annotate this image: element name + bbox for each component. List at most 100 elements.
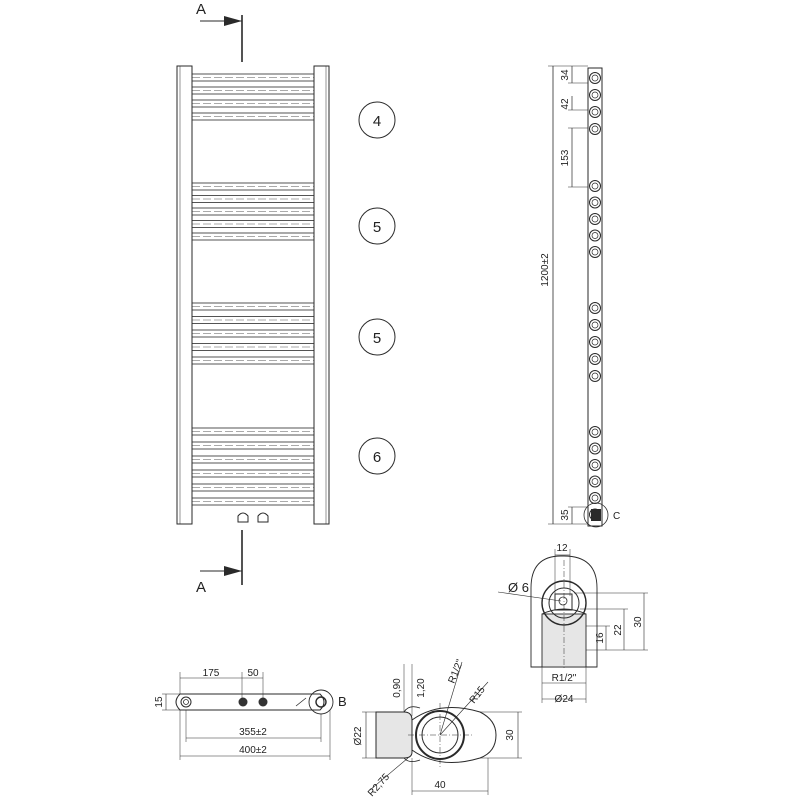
side-tube-inner xyxy=(591,125,599,133)
side-tube xyxy=(589,196,601,209)
side-tube-inner xyxy=(591,108,599,116)
side-tube-inner xyxy=(591,338,599,346)
dim-c-r12-label: R1/2" xyxy=(552,673,577,684)
side-tube xyxy=(589,370,601,382)
valve-right xyxy=(257,512,269,523)
side-tube-inner xyxy=(591,321,599,329)
group-count-circle-1 xyxy=(358,101,396,139)
dim-400-label: 400±2 xyxy=(239,745,267,756)
height-dim-label: 1200±2 xyxy=(540,253,551,287)
bottom-view: B 175 50 15 355±2 400±2 xyxy=(154,668,347,760)
group-count-label-1: 4 xyxy=(373,113,381,130)
detail-c-outer-body xyxy=(530,555,598,668)
bottom-right-pipe xyxy=(315,696,327,708)
group-count-circle-4 xyxy=(358,437,396,475)
side-collector xyxy=(587,67,603,527)
bottom-left-pipe xyxy=(180,696,192,708)
bottom-valve-left xyxy=(238,697,248,707)
side-tube-inner xyxy=(591,182,599,190)
dim-15-label: 15 xyxy=(154,696,165,708)
dim-153-label: 153 xyxy=(560,149,571,166)
side-tube xyxy=(589,475,601,488)
side-tube xyxy=(589,106,601,118)
section-arrow-top-head xyxy=(224,16,242,26)
side-tube-inner xyxy=(591,91,599,99)
detail-c-callout xyxy=(583,502,609,528)
dim-175-label: 175 xyxy=(203,668,220,679)
dim-c-30-label: 30 xyxy=(633,616,644,628)
dim-42-label: 42 xyxy=(560,98,571,110)
front-bars xyxy=(191,73,315,506)
side-tube-inner xyxy=(591,494,599,502)
side-tube xyxy=(589,492,601,504)
bottom-rail xyxy=(175,693,325,711)
detail-b-clip-top xyxy=(403,706,421,713)
side-tube-inner xyxy=(591,232,599,239)
dim-355-label: 355±2 xyxy=(239,727,267,738)
side-tube xyxy=(589,426,601,438)
side-tube xyxy=(589,302,601,314)
dim-50-label: 50 xyxy=(247,668,259,679)
detail-c: 12 Ø 6 16 22 30 R1/2" Ø24 xyxy=(497,543,648,705)
side-tube-inner xyxy=(591,215,599,223)
detail-c-pipe-inner xyxy=(548,587,580,619)
side-tube xyxy=(589,72,601,84)
dim-b-r12-label: R1/2" xyxy=(447,658,467,685)
dim-b-40-label: 40 xyxy=(434,780,446,791)
section-letter-top: A xyxy=(196,1,206,18)
section-arrow-bottom-head xyxy=(224,566,242,576)
side-tube xyxy=(589,89,601,101)
dim-b-30-label: 30 xyxy=(505,729,516,741)
dim-34-label: 34 xyxy=(560,69,571,81)
detail-c-pipe-outer xyxy=(541,580,587,626)
group-count-label-3: 5 xyxy=(373,330,381,347)
detail-c-letter: C xyxy=(613,511,620,522)
side-tube-inner xyxy=(591,372,599,380)
front-view: A A xyxy=(176,1,330,596)
detail-b-bracket xyxy=(375,711,413,759)
bottom-valve-right xyxy=(258,697,268,707)
dim-c-22-label: 22 xyxy=(613,624,624,636)
side-tube xyxy=(589,180,601,192)
detail-b-collector-outline xyxy=(411,707,497,763)
group-count-circle-2 xyxy=(358,207,396,245)
left-collector xyxy=(176,65,193,525)
dim-b-r275-leader xyxy=(369,757,409,791)
group-count-label-4: 6 xyxy=(373,449,381,466)
side-tubes xyxy=(589,72,601,521)
bottom-break-mark xyxy=(295,697,307,707)
dim-b-090-label: 0,90 xyxy=(392,678,403,698)
detail-c-valve xyxy=(591,509,601,521)
side-tube xyxy=(589,319,601,331)
dim-b-r15-label: R15 xyxy=(468,684,488,706)
detail-b: 0,90 1,20 R1/2" R15 Ø22 30 R2,75 40 xyxy=(353,658,522,799)
detail-c-insert xyxy=(554,593,573,611)
side-view: 1200±2 34 42 153 35 C xyxy=(540,65,620,528)
dim-b-r275-label: R2,75 xyxy=(366,771,392,799)
side-tube-inner xyxy=(591,248,599,256)
dim-b-r15-leader xyxy=(439,681,489,736)
side-tube-inner xyxy=(591,478,599,485)
group-count-markers: 4 5 5 6 xyxy=(358,101,396,475)
side-tube xyxy=(589,336,601,348)
side-tube-inner xyxy=(591,461,599,469)
side-tube-inner xyxy=(591,74,599,82)
side-tube-inner xyxy=(591,355,599,363)
side-tube-inner xyxy=(591,304,599,312)
side-tube xyxy=(589,213,601,225)
side-tube xyxy=(589,459,601,471)
side-tube xyxy=(589,353,601,365)
detail-b-callout xyxy=(308,689,334,715)
side-tube xyxy=(589,229,601,242)
side-tube-inner xyxy=(591,445,599,452)
dim-b-120-label: 1,20 xyxy=(416,678,427,698)
dim-c-6-leader xyxy=(497,591,562,602)
side-tube-inner xyxy=(591,428,599,436)
dim-c-12-label: 12 xyxy=(556,543,568,554)
detail-b-letter: B xyxy=(338,694,347,709)
side-tube-inner xyxy=(591,199,599,206)
side-tube xyxy=(589,246,601,258)
dim-b-r12-leader xyxy=(439,661,463,736)
